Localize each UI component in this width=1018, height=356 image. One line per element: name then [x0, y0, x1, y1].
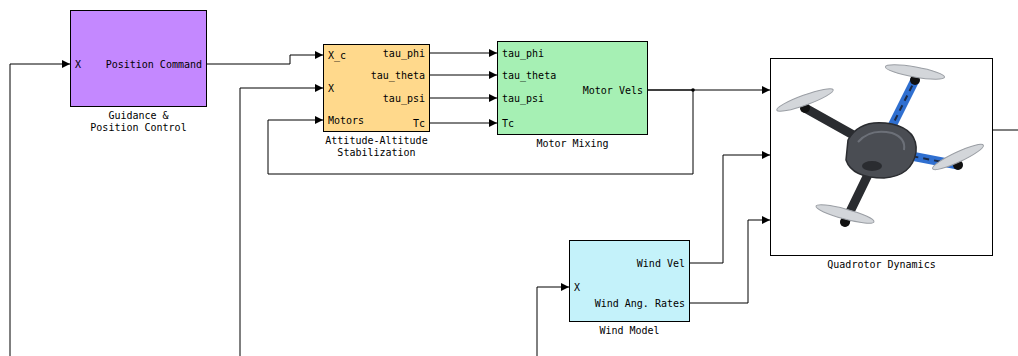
block-caption: Attitude-Altitude Stabilization [312, 135, 442, 159]
state-wire [10, 64, 70, 356]
port-label: Position Command [106, 58, 202, 72]
block-caption: Wind Model [580, 325, 680, 337]
signal-wire [207, 55, 323, 64]
port-label: X [328, 82, 334, 96]
drone-picture [775, 62, 985, 227]
port-label: Motors [328, 114, 364, 128]
state-wire [537, 287, 569, 356]
port-label: Tc [502, 117, 514, 131]
port-label: Tc [413, 117, 425, 131]
port-label: X_c [328, 49, 346, 63]
signal-wire [430, 75, 497, 76]
port-label: tau_phi [383, 47, 425, 61]
port-label: X [75, 58, 81, 72]
port-label: tau_theta [371, 69, 425, 83]
motor-mixing-block: tau_phitau_thetatau_psiTcMotor VelsMotor… [497, 41, 648, 135]
guidance-block: XPosition CommandGuidance & Position Con… [70, 10, 207, 107]
signal-wire [430, 53, 497, 54]
port-label: Motor Vels [583, 84, 643, 98]
port-label: tau_psi [383, 92, 425, 106]
signal-wire [690, 220, 770, 303]
signal-wire [690, 155, 770, 263]
port-label: Wind Ang. Rates [595, 297, 685, 311]
block-caption: Quadrotor Dynamics [802, 259, 962, 271]
stabilization-block: X_cXMotorstau_phitau_thetatau_psiTcAttit… [323, 44, 430, 132]
port-label: tau_phi [502, 47, 544, 61]
port-label: tau_theta [502, 69, 556, 83]
block-caption: Motor Mixing [513, 138, 633, 150]
state-wire [240, 88, 323, 356]
wind-model-block: XWind VelWind Ang. RatesWind Model [569, 240, 690, 322]
port-label: tau_psi [502, 92, 544, 106]
output-wire [993, 130, 1018, 131]
signal-wire [430, 123, 497, 124]
signal-wire [430, 98, 497, 99]
port-label: Wind Vel [637, 257, 685, 271]
port-label: X [574, 281, 580, 295]
block-caption: Guidance & Position Control [84, 110, 194, 134]
dynamics-block: Quadrotor Dynamics [770, 58, 993, 256]
